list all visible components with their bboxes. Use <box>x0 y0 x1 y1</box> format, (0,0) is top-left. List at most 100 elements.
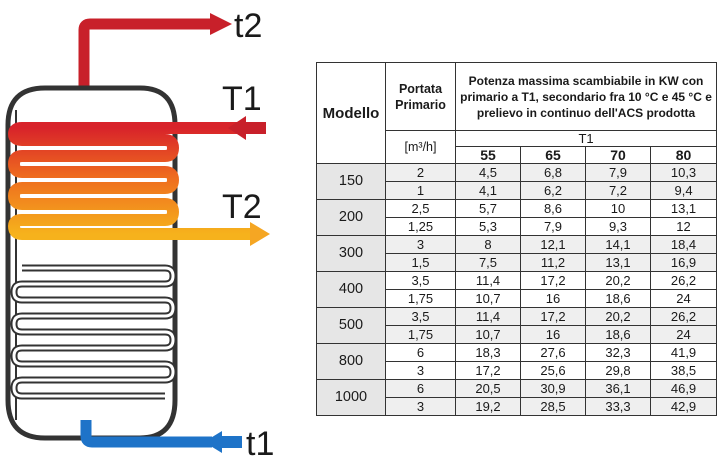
power-cell: 4,1 <box>455 181 521 200</box>
flow-cell: 3 <box>385 361 456 380</box>
power-cell: 13,1 <box>649 199 718 218</box>
header-temp-70: 70 <box>585 146 651 164</box>
label-T2: T2 <box>222 188 262 226</box>
power-cell: 24 <box>649 289 718 308</box>
power-cell: 26,2 <box>649 307 718 326</box>
power-cell: 20,2 <box>585 307 651 326</box>
performance-table: Modello Portata Primario Potenza massima… <box>316 62 718 416</box>
power-cell: 26,2 <box>649 271 718 290</box>
power-cell: 11,2 <box>520 253 586 272</box>
T2-arrow-icon <box>250 222 270 246</box>
power-cell: 28,5 <box>520 397 586 416</box>
power-cell: 33,3 <box>585 397 651 416</box>
power-cell: 25,6 <box>520 361 586 380</box>
flow-cell: 1,75 <box>385 289 456 308</box>
header-unit: [m³/h] <box>385 130 456 164</box>
power-cell: 32,3 <box>585 343 651 362</box>
power-cell: 10,7 <box>455 325 521 344</box>
power-cell: 19,2 <box>455 397 521 416</box>
t2-arrow-icon <box>210 13 232 35</box>
power-cell: 7,2 <box>585 181 651 200</box>
flow-cell: 1 <box>385 181 456 200</box>
model-cell: 400 <box>316 271 386 308</box>
power-cell: 6,2 <box>520 181 586 200</box>
power-cell: 30,9 <box>520 379 586 398</box>
boiler-diagram: t2 T1 T2 t1 <box>5 7 274 463</box>
flow-cell: 3 <box>385 397 456 416</box>
power-cell: 6,8 <box>520 163 586 182</box>
power-cell: 10,3 <box>649 163 718 182</box>
power-cell: 18,6 <box>585 289 651 308</box>
flow-cell: 6 <box>385 379 456 398</box>
label-t2: t2 <box>234 7 262 45</box>
T1-arrow-icon <box>228 116 246 140</box>
power-cell: 20,2 <box>585 271 651 290</box>
flow-cell: 3 <box>385 235 456 254</box>
power-cell: 16 <box>520 325 586 344</box>
flow-cell: 1,75 <box>385 325 456 344</box>
power-cell: 8 <box>455 235 521 254</box>
power-cell: 24 <box>649 325 718 344</box>
power-cell: 4,5 <box>455 163 521 182</box>
power-cell: 18,3 <box>455 343 521 362</box>
flow-cell: 3,5 <box>385 307 456 326</box>
power-cell: 17,2 <box>520 307 586 326</box>
power-cell: 9,4 <box>649 181 718 200</box>
model-cell: 1000 <box>316 379 386 416</box>
power-cell: 9,3 <box>585 217 651 236</box>
flow-cell: 1,25 <box>385 217 456 236</box>
model-cell: 300 <box>316 235 386 272</box>
header-temp-55: 55 <box>455 146 521 164</box>
hot-outlet-pipe <box>78 18 212 88</box>
model-cell: 800 <box>316 343 386 380</box>
model-cell: 500 <box>316 307 386 344</box>
power-cell: 5,7 <box>455 199 521 218</box>
flow-cell: 2 <box>385 163 456 182</box>
power-cell: 42,9 <box>649 397 718 416</box>
flow-cell: 1,5 <box>385 253 456 272</box>
power-cell: 10 <box>585 199 651 218</box>
power-cell: 10,7 <box>455 289 521 308</box>
power-cell: 11,4 <box>455 271 521 290</box>
T1-pipe-tail <box>244 122 266 134</box>
power-cell: 27,6 <box>520 343 586 362</box>
power-cell: 14,1 <box>585 235 651 254</box>
label-t1: t1 <box>246 425 274 463</box>
power-cell: 38,5 <box>649 361 718 380</box>
power-cell: 17,2 <box>520 271 586 290</box>
power-cell: 12 <box>649 217 718 236</box>
power-cell: 41,9 <box>649 343 718 362</box>
flow-cell: 6 <box>385 343 456 362</box>
power-cell: 12,1 <box>520 235 586 254</box>
power-cell: 13,1 <box>585 253 651 272</box>
power-cell: 7,9 <box>585 163 651 182</box>
power-cell: 46,9 <box>649 379 718 398</box>
hot-coil <box>8 122 250 240</box>
header-t1: T1 <box>454 130 718 147</box>
t1-arrow-icon <box>204 431 222 453</box>
header-model: Modello <box>316 62 386 164</box>
header-temp-65: 65 <box>520 146 586 164</box>
header-flow: Portata Primario <box>385 62 456 131</box>
flow-cell: 3,5 <box>385 271 456 290</box>
power-cell: 17,2 <box>455 361 521 380</box>
power-cell: 16 <box>520 289 586 308</box>
power-cell: 20,5 <box>455 379 521 398</box>
header-temp-80: 80 <box>649 146 718 164</box>
model-cell: 200 <box>316 199 386 236</box>
cold-inlet-pipe <box>80 420 212 448</box>
power-cell: 8,6 <box>520 199 586 218</box>
header-power: Potenza massima scambiabile in KW con pr… <box>454 62 718 131</box>
power-cell: 18,6 <box>585 325 651 344</box>
power-cell: 18,4 <box>649 235 718 254</box>
label-T1: T1 <box>222 80 262 118</box>
